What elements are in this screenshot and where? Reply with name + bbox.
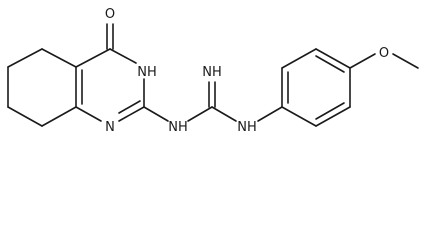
bond-o-ch3 bbox=[392, 53, 419, 69]
bond-ar3-ar4-inner bbox=[315, 55, 345, 73]
aryl-nh-label: NH bbox=[237, 120, 257, 135]
bond-ar3-ar4 bbox=[315, 48, 351, 69]
bond-c2-n1 bbox=[118, 106, 145, 122]
cyclohexene-ring bbox=[7, 48, 83, 127]
bond-c5-c6 bbox=[7, 48, 43, 68]
bond-ar5-ar6 bbox=[315, 106, 351, 127]
bond-c8-c8a bbox=[41, 106, 77, 127]
bond-c7-c8 bbox=[7, 106, 43, 127]
bond-nh-aryl bbox=[257, 106, 283, 122]
bond-c4-n3 bbox=[109, 48, 137, 64]
bond-c2-n1-double bbox=[118, 100, 141, 114]
benzene-ring bbox=[281, 48, 351, 127]
structure-svg: O NH N NH NH NH O bbox=[7, 7, 419, 135]
chemical-structure: O NH N NH NH NH O bbox=[7, 7, 419, 135]
bond-ar6-ar1 bbox=[281, 106, 317, 127]
carbonyl-oxygen-label: O bbox=[105, 7, 115, 22]
ether-oxygen-label: O bbox=[379, 46, 389, 61]
bond-n1-c8a bbox=[75, 106, 102, 122]
bond-c4a-c5 bbox=[41, 48, 77, 68]
linker-nh-label: NH bbox=[168, 120, 188, 135]
methoxy-group bbox=[349, 53, 419, 69]
pyrimidinone-ring bbox=[75, 23, 145, 122]
bond-ar2-ar3 bbox=[281, 48, 317, 69]
bond-c2-nh bbox=[143, 106, 169, 122]
guanidine-group bbox=[143, 81, 283, 122]
bond-cguan-nh-aryl bbox=[211, 106, 237, 122]
bond-ar4-o bbox=[349, 53, 376, 69]
bond-ar5-ar6-inner bbox=[315, 102, 345, 120]
ring-n-label: N bbox=[105, 120, 115, 135]
bond-c4a-c4 bbox=[75, 48, 111, 68]
ring-nh-label: NH bbox=[137, 65, 157, 80]
bond-nh-cguan bbox=[187, 106, 213, 122]
imine-nh-label: NH bbox=[202, 65, 222, 80]
